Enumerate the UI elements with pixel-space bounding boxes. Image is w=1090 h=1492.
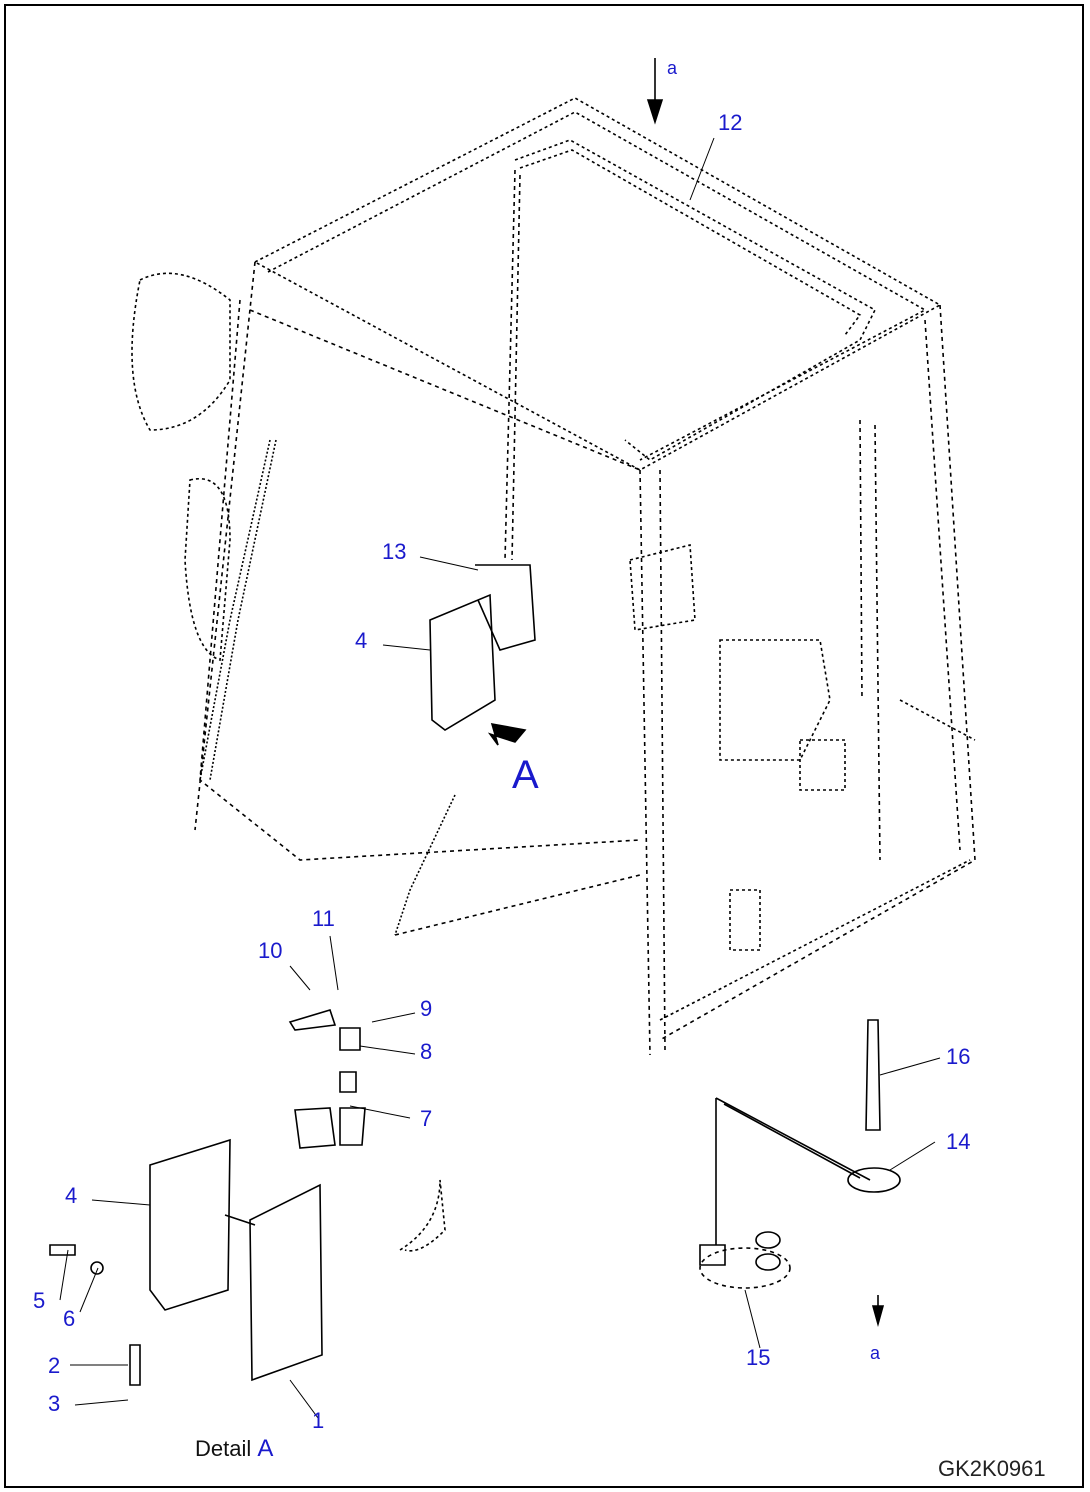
- section-arrow-bottom: [871, 1295, 885, 1327]
- callout-3: 3: [48, 1391, 61, 1416]
- exploded-parts: [49, 1009, 446, 1386]
- callout-6: 6: [63, 1306, 76, 1331]
- callout-13: 13: [382, 539, 407, 564]
- diagram-frame: [4, 4, 1084, 1488]
- callout-1: 1: [312, 1408, 325, 1433]
- wiper-arm: [199, 439, 456, 936]
- drawing-code: GK2K0961: [938, 1456, 1046, 1481]
- callout-2: 2: [48, 1353, 61, 1378]
- callout-11: 11: [312, 906, 335, 931]
- side-mirror: [131, 272, 231, 662]
- callout-12: 12: [718, 110, 743, 135]
- section-arrow-top: [646, 58, 664, 125]
- cab-roof-outline: [253, 97, 942, 471]
- callout-8: 8: [420, 1039, 433, 1064]
- antenna-assembly: [699, 1019, 901, 1289]
- callout-10: 10: [258, 938, 283, 963]
- view-arrow-A: [487, 722, 527, 746]
- detail-caption: Detail A: [195, 1435, 273, 1463]
- callout-14: 14: [946, 1129, 971, 1154]
- callout-9: 9: [420, 996, 433, 1021]
- callout-7: 7: [420, 1106, 433, 1131]
- callout-5: 5: [33, 1288, 46, 1313]
- leader-lines: [59, 137, 941, 1419]
- section-label-bottom: a: [870, 1343, 881, 1363]
- callout-4-cab: 4: [355, 628, 368, 653]
- cab-pillars: [194, 169, 976, 1056]
- callout-15: 15: [746, 1345, 771, 1370]
- detail-caption-letter: A: [257, 1435, 274, 1462]
- callout-16: 16: [946, 1044, 971, 1069]
- right-side-components: [629, 543, 976, 1021]
- callout-4-detail: 4: [65, 1183, 78, 1208]
- detail-caption-prefix: Detail: [195, 1436, 252, 1461]
- view-marker-A: A: [512, 753, 539, 797]
- section-label-top: a: [667, 58, 678, 78]
- controller-unit-mounted: [429, 564, 536, 731]
